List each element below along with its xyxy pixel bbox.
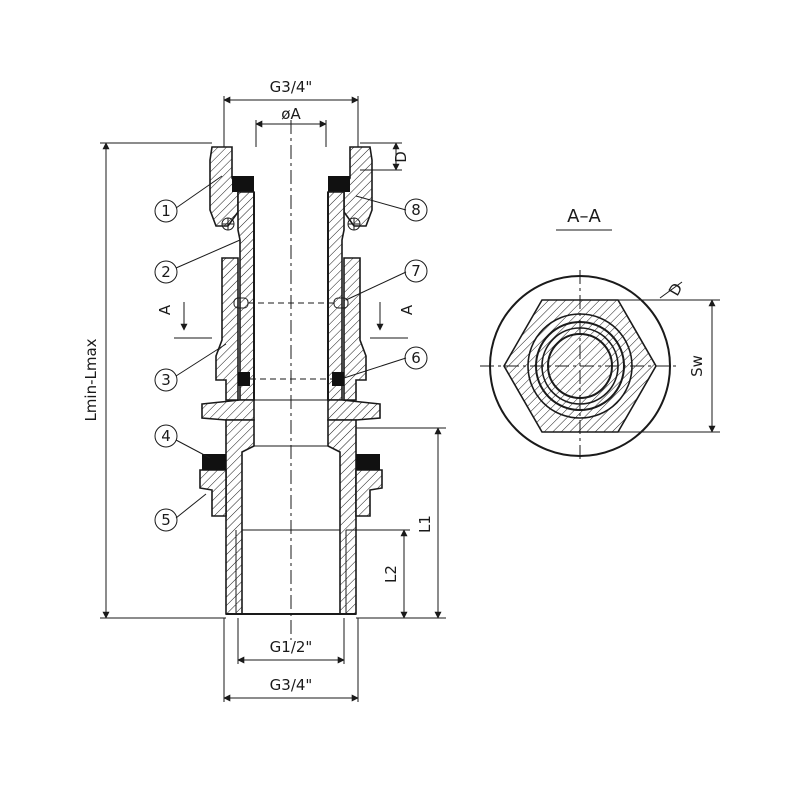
locknut-right — [355, 469, 383, 517]
oring-6-left — [238, 372, 250, 386]
union-nut-right — [343, 146, 373, 227]
body-hex-right — [327, 399, 381, 421]
union-nut-left — [209, 146, 239, 227]
callout-7 — [404, 259, 428, 283]
svg-text:3: 3 — [161, 371, 171, 389]
gasket-right — [356, 454, 380, 470]
dim-bore: øA — [281, 105, 301, 123]
top-seal-right — [328, 176, 350, 192]
dim-bottom-thread: G3/4" — [270, 676, 313, 694]
dim-length: Lmin-Lmax — [82, 338, 100, 421]
callout-8 — [404, 198, 428, 222]
inner-tube-right — [327, 191, 345, 401]
svg-text:6: 6 — [411, 349, 421, 367]
dim-l1: L1 — [416, 515, 434, 533]
section-markers: A A — [156, 302, 416, 339]
callout-3 — [154, 368, 178, 392]
svg-text:2: 2 — [161, 263, 171, 281]
lower-body-left — [225, 419, 255, 615]
callout-4 — [154, 424, 178, 448]
sleeve-right — [343, 257, 367, 401]
svg-text:7: 7 — [411, 262, 421, 280]
dim-wall: D — [392, 151, 410, 163]
inner-tube-left — [237, 191, 255, 401]
dim-inner-thread: G1/2" — [270, 638, 313, 656]
section-view-aa: A–A Sw D — [480, 206, 720, 462]
oring-6-right — [332, 372, 344, 386]
body-hex-left — [201, 399, 255, 421]
lower-body-right — [327, 419, 357, 615]
callouts: 1 2 3 4 5 6 7 8 — [154, 175, 428, 532]
top-seal-left — [232, 176, 254, 192]
dim-l2: L2 — [382, 565, 400, 583]
callout-6 — [404, 346, 428, 370]
section-title: A–A — [567, 206, 601, 227]
gasket-left — [202, 454, 226, 470]
sleeve-left — [215, 257, 239, 401]
dim-top-thread: G3/4" — [270, 78, 313, 96]
fitting-section-view — [199, 120, 383, 640]
section-marker-left: A — [156, 304, 174, 315]
dim-wall-section: D — [665, 280, 686, 299]
svg-text:8: 8 — [411, 201, 421, 219]
callout-2 — [154, 260, 178, 284]
svg-text:4: 4 — [161, 427, 171, 445]
dim-wrench: Sw — [688, 355, 706, 377]
callout-5 — [154, 508, 178, 532]
callout-1 — [154, 199, 178, 223]
dimensions: G3/4" øA D Lmin-Lmax L1 L2 G1/2" — [82, 78, 446, 702]
locknut-left — [199, 469, 227, 517]
svg-text:5: 5 — [161, 511, 171, 529]
svg-text:1: 1 — [161, 202, 171, 220]
section-marker-right: A — [398, 304, 416, 315]
